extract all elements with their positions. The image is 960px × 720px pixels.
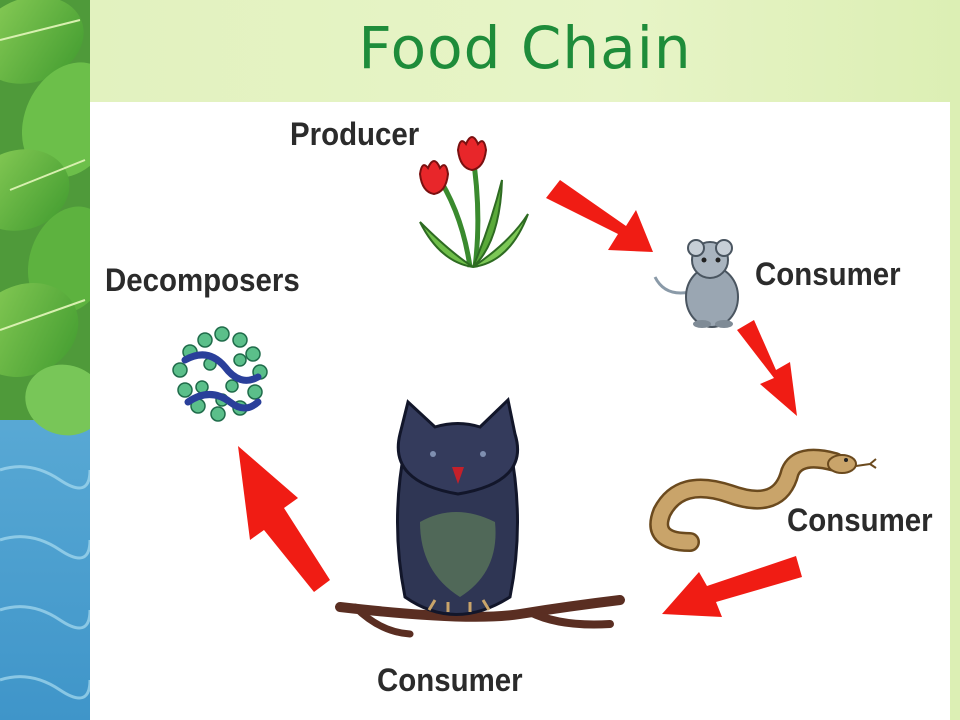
consumer-snake-label: Consumer (787, 502, 933, 538)
slide-title: Food Chain (358, 14, 692, 82)
arrow-producer-to-mouse (546, 180, 653, 252)
decorative-leaf-water-strip (0, 0, 90, 720)
food-chain-panel: Producer Consumer Consumer Consumer Deco… (90, 102, 950, 720)
leaf-water-image (0, 0, 90, 720)
snake-icon (649, 448, 877, 552)
bacteria-cluster-icon (168, 325, 272, 429)
arrow-mouse-to-snake (737, 320, 797, 416)
consumer-owl-label: Consumer (377, 662, 523, 698)
tulip-plant-icon (418, 136, 529, 268)
decomposers-label: Decomposers (105, 262, 300, 298)
title-band (90, 0, 960, 102)
arrow-owl-to-decomposers (238, 446, 330, 592)
arrow-snake-to-owl (662, 556, 802, 617)
right-edge-strip (950, 102, 960, 720)
owl-on-branch-icon (335, 397, 625, 638)
producer-label: Producer (290, 116, 420, 152)
food-chain-diagram (168, 136, 877, 638)
mouse-icon (653, 239, 739, 328)
consumer-mouse-label: Consumer (755, 256, 901, 292)
